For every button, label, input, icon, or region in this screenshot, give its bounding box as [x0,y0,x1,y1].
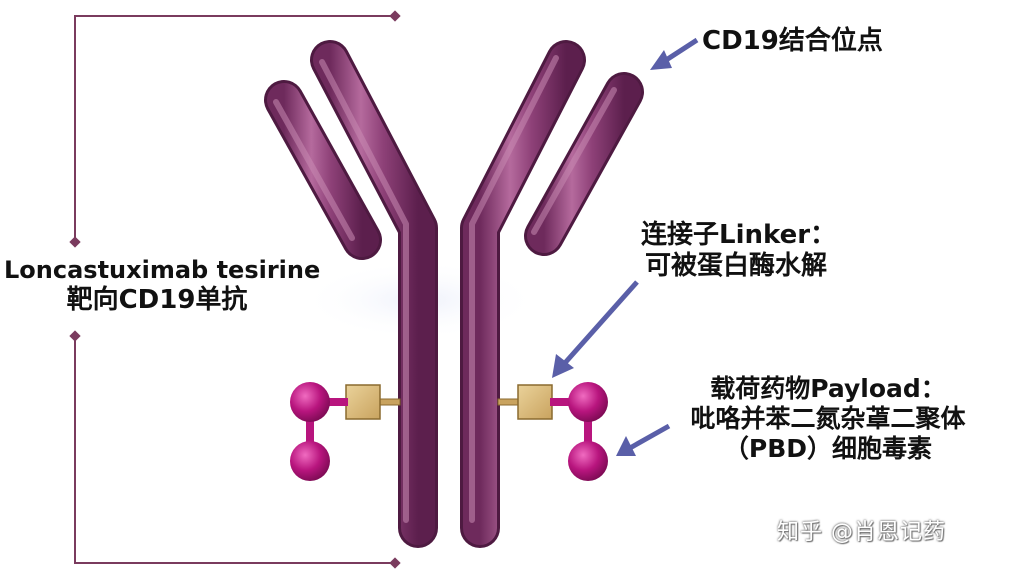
cd19-binding-site-label: CD19结合位点 [702,26,883,56]
watermark: 知乎 @肖恩记药 [777,520,946,545]
arrow-payload [628,423,671,451]
antibody-heavy-chain-right [460,40,586,548]
bracket-diamond-bottom-right [389,557,401,569]
linker-box-right [517,384,553,420]
payload-label-line1: 载荷药物Payload： [710,374,946,403]
arrow-cd19-site-head [650,50,672,70]
antibody-label-line1: Loncastuximab tesirine [4,256,321,284]
payload-label-line2: 吡咯并苯二氮杂䓬二聚体 [690,404,966,433]
payload-atom-right-upper [568,382,608,422]
antibody-label: Loncastuximab tesirine 靶向CD19单抗 [4,256,321,316]
annotation-arrows [552,37,699,456]
arrow-payload-head [616,436,636,456]
antibody-light-chain-left [264,80,382,260]
antibody-heavy-chain-left [310,40,438,548]
payload-label: 载荷药物Payload： 吡咯并苯二氮杂䓬二聚体 （PBD）细胞毒素 [638,374,1018,464]
linker-box-left [345,384,381,420]
payload-atom-left-upper [290,382,330,422]
arrow-linker-head [552,354,574,378]
payload-bond-left-vertical [306,400,314,460]
payload-atom-right-lower [568,441,608,481]
payload-atom-left-lower [290,441,330,481]
bracket-diamond-mid-lower [69,330,81,342]
linker-label: 连接子Linker： 可被蛋白酶水解 [641,220,836,282]
antibody-label-line2: 靶向CD19单抗 [66,284,248,315]
bracket-diamond-mid-upper [69,236,81,248]
linker-label-line1: 连接子Linker： [641,220,837,250]
linker-payload-right [497,382,608,481]
payload-label-line3: （PBD）细胞毒素 [723,434,933,463]
linker-payload-left [290,382,401,481]
antibody-bracket [74,15,395,564]
arrow-linker [562,280,639,366]
antibody-light-chain-right [524,72,644,256]
bracket-diamond-top-right [389,10,401,22]
linker-label-line2: 可被蛋白酶水解 [645,251,828,282]
payload-bond-right-vertical [584,400,592,460]
